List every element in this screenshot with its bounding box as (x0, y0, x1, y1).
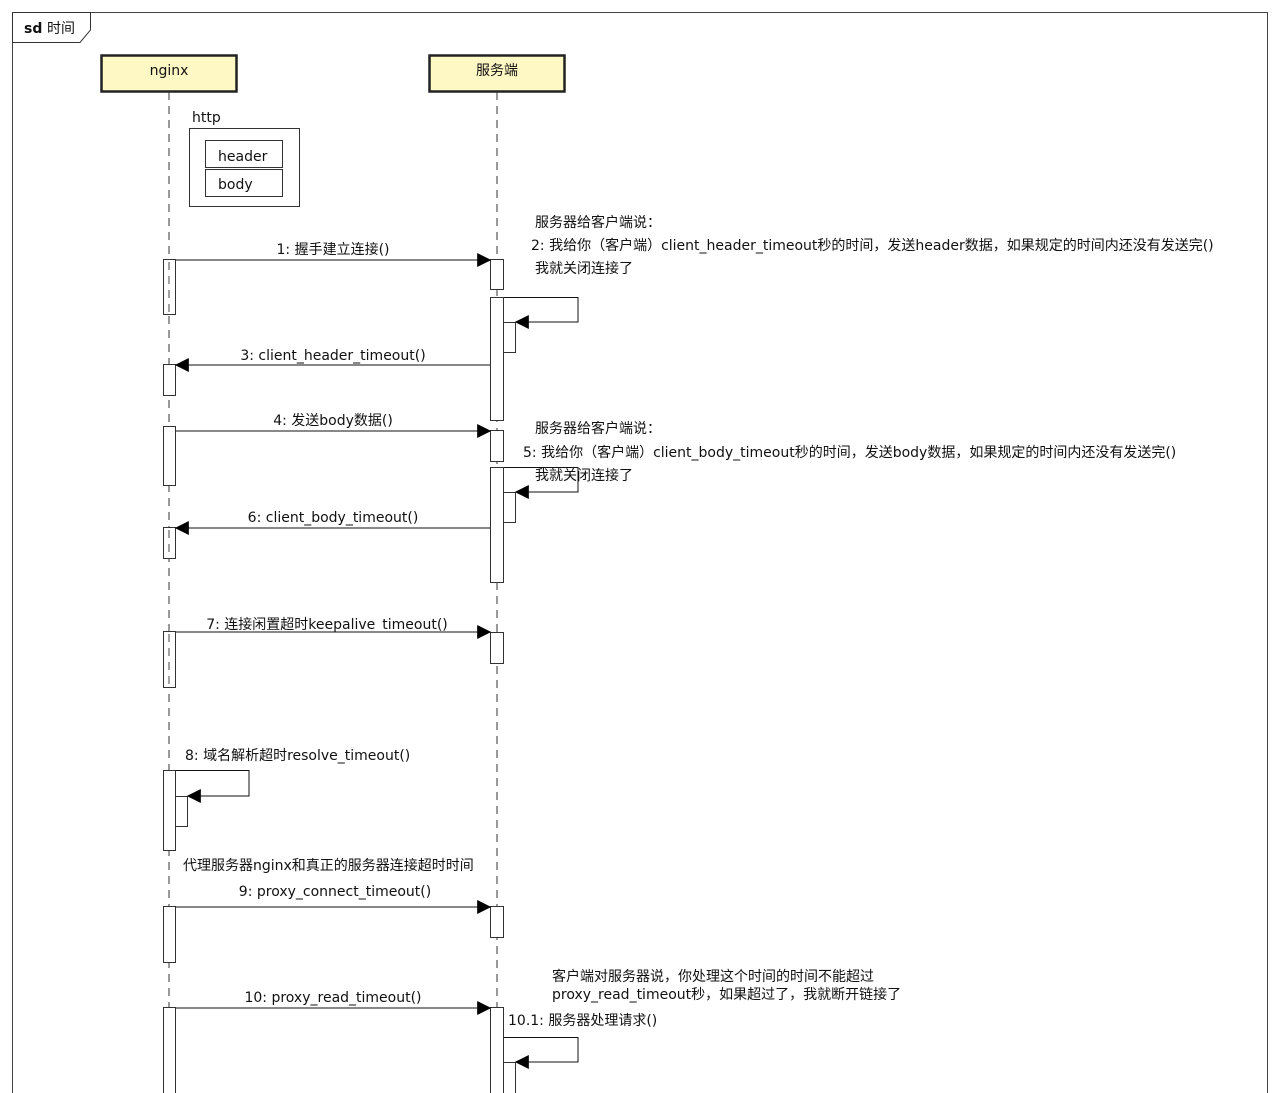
http-header-cell (205, 140, 283, 168)
message-7-label: 7: 连接闲置超时keepalive_timeout() (206, 616, 448, 633)
http-header-text: header (218, 149, 268, 165)
message-3-label: 3: client_header_timeout() (240, 348, 425, 364)
activation-server-10 (490, 1007, 504, 1093)
activation-server-5-nested (503, 492, 516, 523)
participant-nginx-label: nginx (150, 63, 189, 79)
activation-nginx-10 (163, 1007, 176, 1093)
note-10-line2: proxy_read_timeout秒，如果超过了，我就断开链接了 (552, 986, 901, 1003)
activation-nginx-6 (163, 527, 176, 559)
participant-server-label: 服务端 (476, 63, 518, 79)
message-6-label: 6: client_body_timeout() (248, 510, 419, 526)
activation-nginx-3 (163, 364, 176, 396)
message-2-self-arrow (504, 297, 579, 329)
activation-server-5 (490, 467, 504, 583)
note-9: 代理服务器nginx和真正的服务器连接超时时间 (183, 857, 474, 874)
message-8-label: 8: 域名解析超时resolve_timeout() (185, 748, 410, 764)
http-label: http (192, 110, 221, 126)
participant-nginx[interactable] (100, 54, 238, 93)
activation-nginx-9 (163, 906, 176, 963)
activation-nginx-8-nested (175, 796, 188, 827)
frame-tag-keyword: sd (24, 21, 42, 37)
activation-server-1 (490, 259, 504, 290)
message-9-label: 9: proxy_connect_timeout() (239, 884, 431, 900)
activation-nginx-8 (163, 770, 176, 851)
message-8-self-arrow (176, 770, 250, 803)
activation-nginx-1 (163, 259, 176, 315)
message-10-label: 10: proxy_read_timeout() (244, 990, 421, 1006)
note-5-tail: 我就关闭连接了 (535, 467, 633, 484)
activation-server-7 (490, 632, 504, 664)
participant-server[interactable] (428, 54, 566, 93)
activation-server-4 (490, 430, 504, 462)
activation-nginx-7 (163, 631, 176, 688)
activation-server-10-1-nested (503, 1062, 516, 1093)
activation-server-2 (490, 297, 504, 421)
note-5-head: 服务器给客户端说： (535, 420, 661, 437)
note-10-line1: 客户端对服务器说，你处理这个时间的时间不能超过 (552, 968, 874, 985)
note-2-head: 服务器给客户端说： (535, 214, 661, 231)
frame-tag-title: 时间 (47, 21, 75, 37)
activation-server-9 (490, 906, 504, 938)
http-body-cell (205, 169, 283, 197)
activation-server-2-nested (503, 322, 516, 353)
message-5-self-arrow (504, 467, 579, 499)
frame-tag (12, 12, 91, 43)
message-10-1-self-arrow (504, 1037, 579, 1069)
message-4-label: 4: 发送body数据() (273, 413, 393, 429)
note-2-tail: 我就关闭连接了 (535, 260, 633, 277)
activation-nginx-4 (163, 426, 176, 486)
message-2-label: 2: 我给你（客户端）client_header_timeout秒的时间，发送h… (531, 237, 1214, 254)
message-5-label: 5: 我给你（客户端）client_body_timeout秒的时间，发送bod… (523, 444, 1176, 461)
http-body-text: body (218, 177, 253, 193)
message-10-1-label: 10.1: 服务器处理请求() (508, 1013, 657, 1029)
message-1-label: 1: 握手建立连接() (277, 241, 390, 258)
